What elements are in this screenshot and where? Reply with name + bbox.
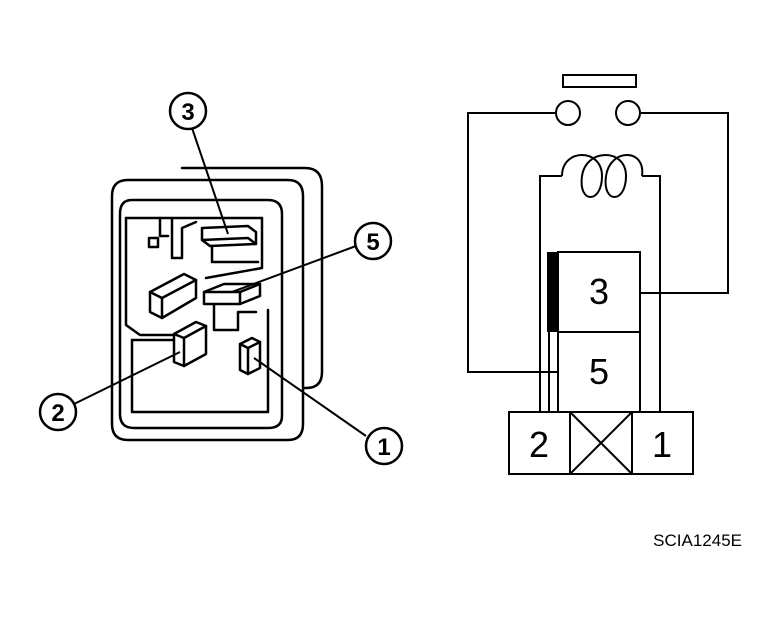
- svg-text:1: 1: [377, 434, 390, 461]
- terminal-1-label: 1: [652, 424, 672, 465]
- svg-text:5: 5: [366, 229, 379, 256]
- switch-contact-right: [615, 100, 641, 126]
- relay-connector-drawing: [110, 166, 324, 442]
- reference-code: SCIA1245E: [653, 531, 742, 550]
- switch-contact-left: [555, 100, 581, 126]
- cross-box-icon: [569, 411, 633, 475]
- callout-pin-1: 1: [364, 426, 404, 466]
- wire-left-outer: [467, 112, 558, 373]
- relay-schematic: 3 5 2 1: [467, 74, 729, 475]
- wire-right-outer: [640, 112, 729, 294]
- svg-text:2: 2: [51, 400, 64, 427]
- callout-leaders: [73, 127, 367, 437]
- callout-pin-3: 3: [168, 91, 208, 131]
- terminal-5-box: [557, 331, 641, 413]
- terminal-2-label: 2: [529, 424, 549, 465]
- svg-text:3: 3: [181, 99, 194, 126]
- coil-core-bar: [547, 252, 557, 332]
- coil-icon: [539, 154, 661, 412]
- callout-pin-5: 5: [353, 221, 393, 261]
- terminal-3-box: [557, 251, 641, 333]
- switch-actuator: [562, 74, 637, 88]
- terminal-5-label: 5: [589, 351, 609, 392]
- callout-pin-2: 2: [38, 392, 78, 432]
- terminal-3-label: 3: [589, 271, 609, 312]
